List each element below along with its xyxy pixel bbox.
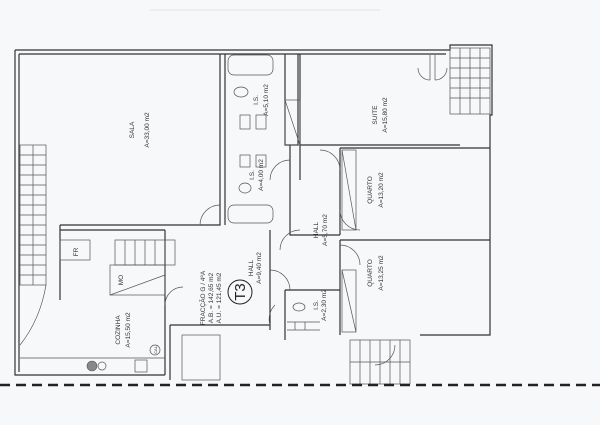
svg-text:COZINHA: COZINHA: [115, 315, 122, 345]
svg-text:QUARTO: QUARTO: [367, 259, 374, 287]
svg-text:HALL: HALL: [248, 259, 255, 276]
room-cozinha: COZINHA A=15,50 m2: [115, 312, 132, 348]
svg-text:A=13,20 m2: A=13,20 m2: [378, 172, 385, 208]
svg-text:A=9,40 m2: A=9,40 m2: [256, 252, 263, 284]
svg-text:A=5,70 m2: A=5,70 m2: [322, 214, 329, 246]
svg-text:A=4,00 m2: A=4,00 m2: [258, 159, 265, 191]
svg-text:HALL: HALL: [313, 221, 320, 238]
stairs: [349, 339, 411, 385]
boiler-label: CAL: [153, 345, 158, 354]
svg-text:A=15,50 m2: A=15,50 m2: [125, 312, 132, 348]
svg-text:A=33,00 m2: A=33,00 m2: [144, 112, 151, 148]
room-is-4: I.S. A=4,00 m2: [249, 159, 265, 191]
room-sala: SALA A=33,00 m2: [129, 112, 151, 148]
kitchen-fixtures: [20, 239, 221, 381]
room-suite: SUITE A=15,80 m2: [372, 97, 389, 133]
doors: [164, 55, 448, 366]
microwave-label: MO: [118, 275, 125, 285]
room-quarto-2: QUARTO A=13,25 m2: [367, 255, 385, 291]
svg-text:QUARTO: QUARTO: [367, 176, 374, 204]
unit-type-circle: [227, 279, 253, 305]
bathroom-fixtures: [227, 54, 320, 331]
svg-text:I.S.: I.S.: [313, 300, 320, 310]
room-is-suite: I.S. A=5,10 m2: [253, 84, 270, 116]
svg-text:A=2,30 m2: A=2,30 m2: [321, 289, 328, 321]
svg-text:A=15,80 m2: A=15,80 m2: [382, 97, 389, 133]
fraction-gross-area: A.B. = 142,65 m2: [208, 272, 215, 323]
left-balcony: [19, 144, 47, 346]
right-balcony: [449, 47, 491, 115]
fraction-useful-area: A.U. = 121,45 m2: [216, 272, 223, 323]
fridge-label: FR: [73, 247, 80, 256]
wardrobes: [284, 99, 357, 333]
room-hall-1: HALL A=5,70 m2: [313, 214, 329, 246]
unit-type-label: T3: [232, 283, 249, 301]
room-hall-2: HALL A=9,40 m2: [248, 252, 263, 284]
fraction-title: FRACÇÃO G / 4ºA: [198, 270, 207, 325]
svg-text:A=13,25 m2: A=13,25 m2: [378, 255, 385, 291]
room-quarto-1: QUARTO A=13,20 m2: [367, 172, 385, 208]
svg-text:A=5,10 m2: A=5,10 m2: [263, 84, 270, 116]
svg-text:I.S.: I.S.: [253, 95, 260, 105]
svg-text:SALA: SALA: [129, 121, 136, 138]
room-is-small: I.S. A=2,30 m2: [313, 289, 328, 321]
svg-text:SUITE: SUITE: [372, 105, 379, 125]
svg-text:I.S.: I.S.: [249, 170, 256, 180]
outer-wall-inner: [18, 53, 446, 372]
